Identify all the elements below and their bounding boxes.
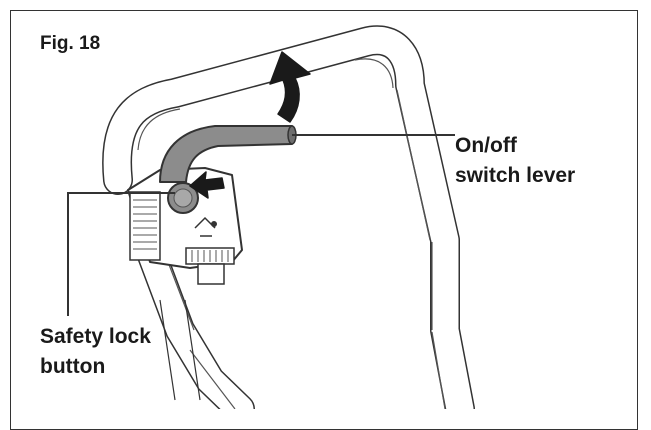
safety-lock-label: Safety lock button — [40, 322, 151, 382]
mower-handle-illustration — [67, 25, 475, 409]
switch-lever-label-line2: switch lever — [455, 164, 576, 187]
push-arrow-icon — [189, 171, 225, 199]
handle-bar — [102, 25, 475, 409]
safety-lock-leader-line — [67, 192, 175, 316]
figure: Fig. 18 On/off switch lever Safety lock … — [10, 10, 638, 430]
figure-title: Fig. 18 — [40, 33, 101, 54]
safety-lock-label-line1: Safety lock — [40, 325, 151, 348]
curved-up-arrow-icon — [269, 51, 311, 123]
switch-lever-label-line1: On/off — [455, 134, 517, 157]
switch-lever-label: On/off switch lever — [455, 131, 575, 191]
safety-lock-button — [167, 182, 199, 214]
safety-lock-label-line2: button — [40, 355, 106, 378]
